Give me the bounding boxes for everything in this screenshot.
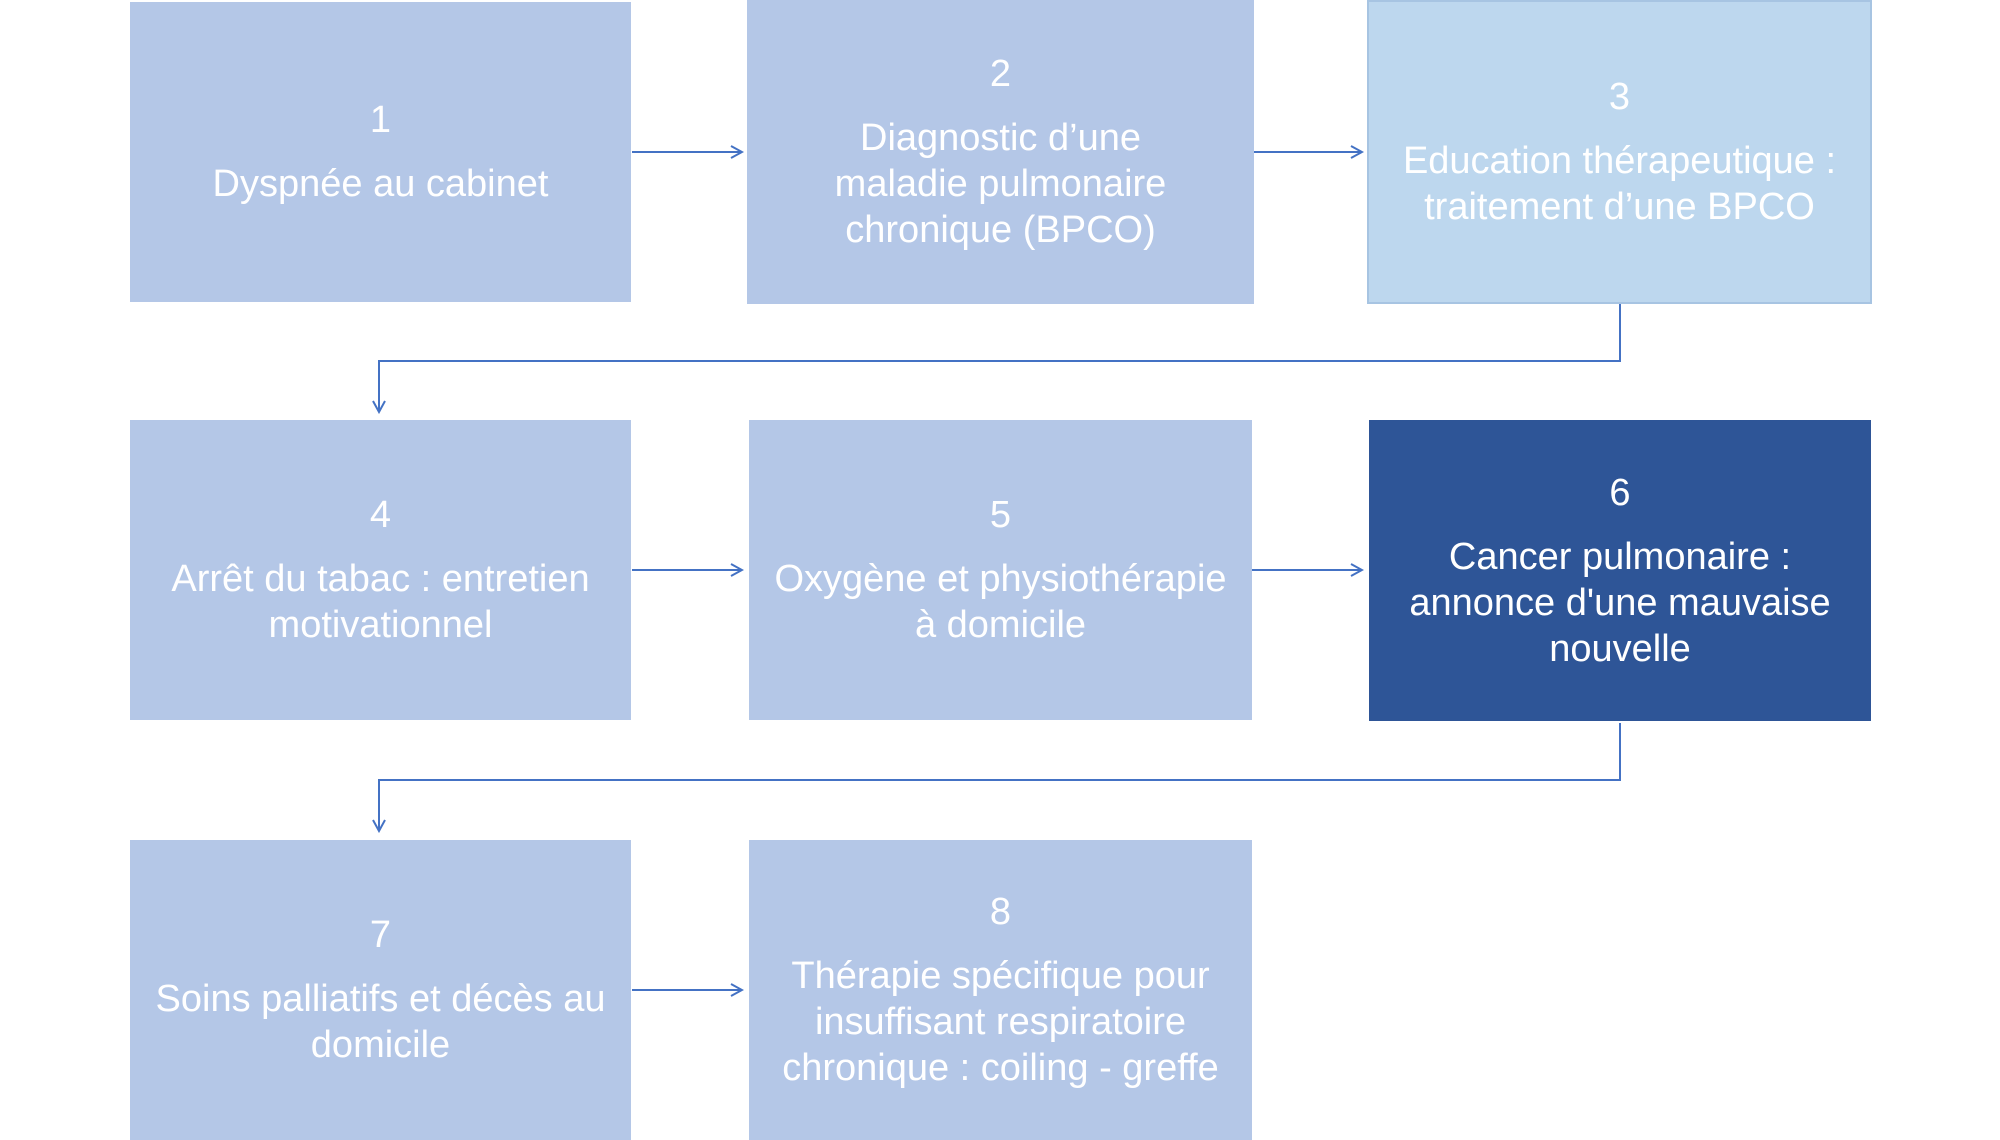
- step-box-4: 4 Arrêt du tabac : entretien motivationn…: [130, 420, 631, 720]
- step-number: 6: [1609, 471, 1631, 514]
- step-box-1: 1 Dyspnée au cabinet: [130, 2, 631, 302]
- step-label: Dyspnée au cabinet: [212, 163, 549, 205]
- step-label: Soins palliatifs et décès au domicile: [155, 978, 606, 1066]
- step-box-2: 2 Diagnostic d’une maladie pulmonaire ch…: [747, 0, 1254, 304]
- step-number: 8: [989, 891, 1012, 933]
- step-box-7: 7 Soins palliatifs et décès au domicile: [130, 840, 631, 1140]
- step-label: Diagnostic d’une maladie pulmonaire chro…: [834, 117, 1167, 251]
- arrow-6-to-7: [379, 723, 1621, 831]
- step-number: 2: [989, 53, 1012, 95]
- arrow-3-to-4: [379, 304, 1621, 412]
- step-number: 4: [369, 494, 392, 536]
- step-number: 7: [369, 914, 392, 956]
- step-box-8: 8 Thérapie spécifique pour insuffisant r…: [749, 840, 1252, 1140]
- step-box-6: 6 Cancer pulmonaire : annonce d'une mauv…: [1369, 420, 1871, 721]
- step-number: 1: [369, 99, 392, 141]
- step-number: 5: [989, 494, 1012, 536]
- step-box-5: 5 Oxygène et physiothérapie à domicile: [749, 420, 1252, 720]
- step-label: Education thérapeutique : traitement d’u…: [1402, 140, 1837, 228]
- step-box-3: 3 Education thérapeutique : traitement d…: [1367, 0, 1872, 304]
- step-label: Oxygène et physiothérapie à domicile: [774, 558, 1227, 646]
- step-label: Cancer pulmonaire : annonce d'une mauvai…: [1409, 535, 1831, 670]
- step-label: Thérapie spécifique pour insuffisant res…: [782, 955, 1219, 1089]
- step-label: Arrêt du tabac : entretien motivationnel: [171, 558, 590, 646]
- step-number: 3: [1608, 76, 1631, 118]
